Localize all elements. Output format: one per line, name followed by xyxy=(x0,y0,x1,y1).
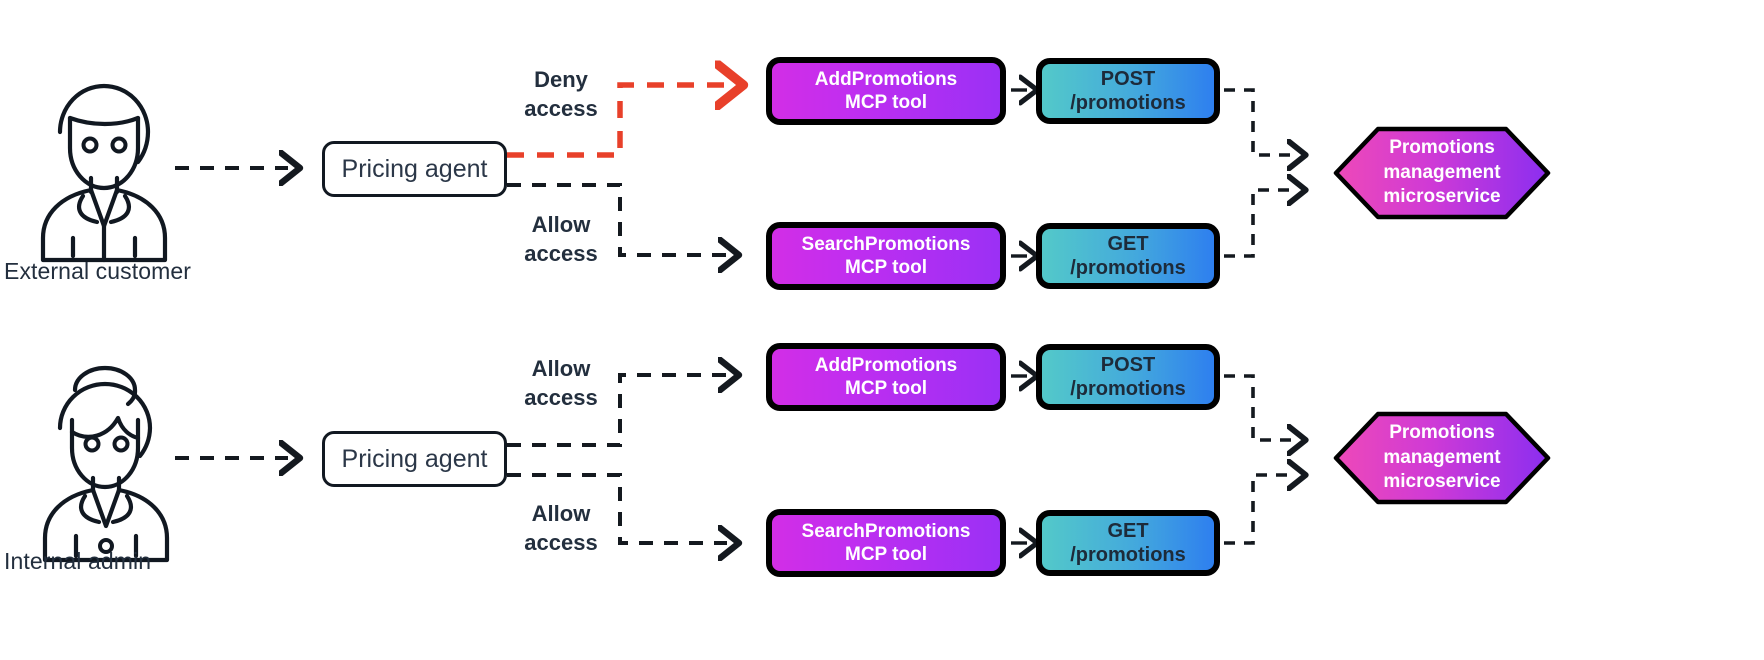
tool-box-searchpromotions-bottom-line2: MCP tool xyxy=(845,544,927,565)
tool-box-addpromotions-bottom-line2: MCP tool xyxy=(845,378,927,399)
actor-label-internal-admin: Internal admin xyxy=(4,548,152,574)
api-box-post-top[interactable]: POST /promotions xyxy=(1036,58,1220,124)
service-node-top-line1: Promotions xyxy=(1389,136,1495,158)
edge-label-deny-access-top: Deny access xyxy=(524,67,598,121)
edge-allow-access-bottom-lower xyxy=(507,473,727,543)
tool-box-addpromotions-top[interactable]: AddPromotions MCP tool xyxy=(766,57,1006,125)
actor-label-external-customer: External customer xyxy=(4,258,192,284)
api-box-post-bottom[interactable]: POST /promotions xyxy=(1036,344,1220,410)
api-box-post-top-line2: /promotions xyxy=(1070,92,1186,114)
edge-allow-access-top xyxy=(507,183,727,255)
service-node-bottom-line3: microservice xyxy=(1383,471,1501,493)
api-box-get-top-line2: /promotions xyxy=(1070,257,1186,279)
api-box-post-top-line1: POST xyxy=(1100,67,1156,90)
api-box-get-top-line1: GET xyxy=(1107,232,1149,255)
service-hexagon-bottom xyxy=(1333,411,1551,505)
edge-get-to-service-top xyxy=(1224,190,1295,258)
tool-box-addpromotions-bottom-line1: AddPromotions xyxy=(814,354,958,376)
agent-box-bottom-label: Pricing agent xyxy=(341,444,488,473)
api-box-get-bottom-line1: GET xyxy=(1107,519,1149,542)
service-node-bottom[interactable]: Promotions management microservice xyxy=(1336,414,1548,502)
tool-box-searchpromotions-bottom-line1: SearchPromotions xyxy=(801,520,971,542)
edge-post-to-service-bottom xyxy=(1224,374,1295,440)
person-female-icon xyxy=(42,365,170,563)
api-box-get-bottom-line2: /promotions xyxy=(1070,544,1186,566)
tool-box-searchpromotions-bottom[interactable]: SearchPromotions MCP tool xyxy=(766,509,1006,577)
api-box-post-bottom-line2: /promotions xyxy=(1070,378,1186,400)
service-node-top-line2: management xyxy=(1383,161,1501,183)
api-box-post-bottom-line1: POST xyxy=(1100,353,1156,376)
edge-post-to-service-top xyxy=(1224,88,1295,155)
person-male-icon xyxy=(40,83,168,263)
service-node-bottom-line1: Promotions xyxy=(1389,421,1495,443)
tool-box-searchpromotions-top-line1: SearchPromotions xyxy=(801,233,971,255)
tool-box-addpromotions-top-line1: AddPromotions xyxy=(814,68,958,90)
edge-label-allow-access-bottom-lower: Allow access xyxy=(524,501,598,555)
service-node-top[interactable]: Promotions management microservice xyxy=(1336,129,1548,217)
service-hexagon-top xyxy=(1333,126,1551,220)
agent-box-top-label: Pricing agent xyxy=(341,154,488,183)
edge-get-to-service-bottom xyxy=(1224,475,1295,545)
edge-allow-access-bottom-upper xyxy=(507,375,727,447)
edge-label-allow-access-top: Allow access xyxy=(524,212,598,266)
edge-label-allow-access-bottom-upper: Allow access xyxy=(524,356,598,410)
api-box-get-bottom[interactable]: GET /promotions xyxy=(1036,510,1220,576)
tool-box-addpromotions-top-line2: MCP tool xyxy=(845,92,927,113)
tool-box-searchpromotions-top[interactable]: SearchPromotions MCP tool xyxy=(766,222,1006,290)
tool-box-addpromotions-bottom[interactable]: AddPromotions MCP tool xyxy=(766,343,1006,411)
api-box-get-top[interactable]: GET /promotions xyxy=(1036,223,1220,289)
service-node-bottom-line2: management xyxy=(1383,446,1501,468)
agent-box-bottom[interactable]: Pricing agent xyxy=(322,431,507,487)
service-node-top-line3: microservice xyxy=(1383,186,1501,208)
tool-box-searchpromotions-top-line2: MCP tool xyxy=(845,257,927,278)
agent-box-top[interactable]: Pricing agent xyxy=(322,141,507,197)
